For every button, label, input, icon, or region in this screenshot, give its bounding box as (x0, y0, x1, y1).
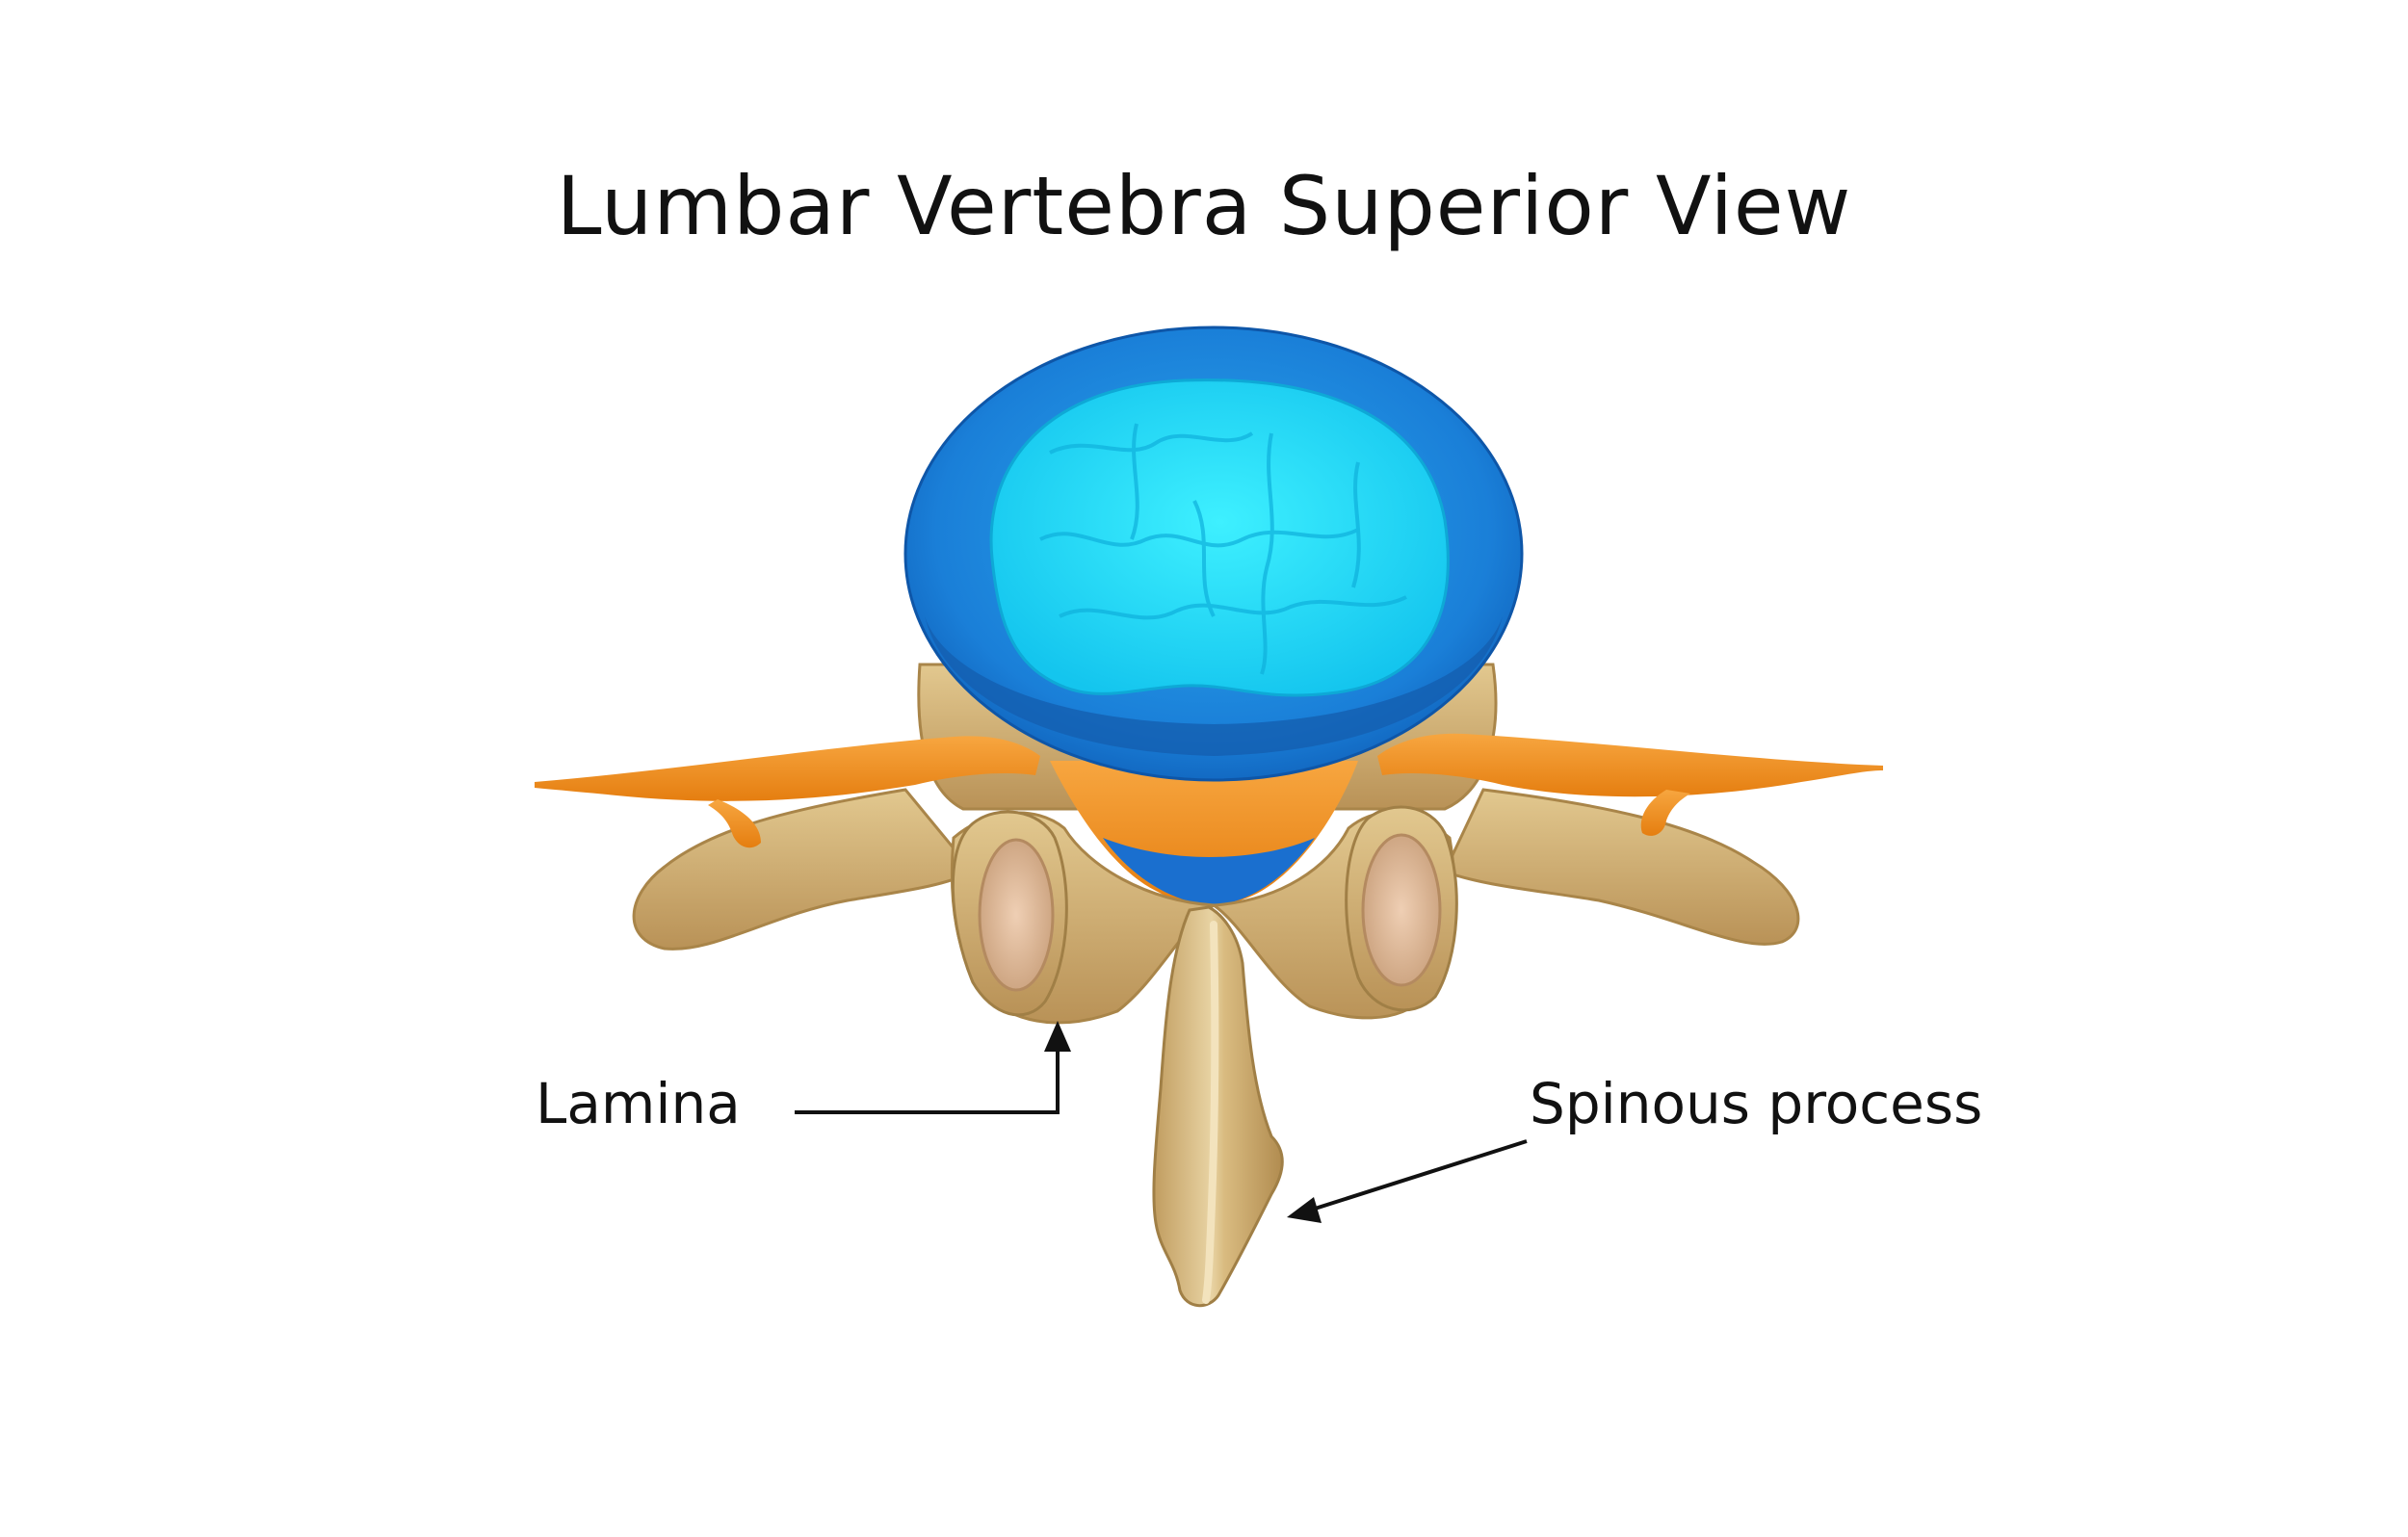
herniated-disc-portion (1103, 838, 1315, 905)
spinous-pointer (1287, 1139, 1528, 1223)
left-facet-joint (978, 838, 1055, 992)
right-nerve-branch (1640, 790, 1690, 836)
disc-annulus-lower-band (925, 616, 1503, 756)
right-facet-joint (1361, 833, 1442, 987)
spinous-arrowhead (1287, 1197, 1322, 1223)
disc-nucleus-pulposus (989, 378, 1450, 697)
nucleus-texture (1039, 423, 1407, 675)
spinous-leader-line (1311, 1139, 1528, 1211)
left-transverse-process (632, 788, 976, 951)
spinous-ridge (1202, 921, 1219, 1304)
right-transverse-process (1442, 788, 1800, 946)
lamina-label: Lamina (536, 1071, 741, 1136)
diagram-title: Lumbar Vertebra Superior View (556, 159, 1852, 253)
left-nerve-branch (708, 799, 761, 848)
lamina-leader-line (795, 1050, 1060, 1114)
left-spinal-nerve (535, 736, 1040, 801)
spinous-process-label: Spinous process (1530, 1071, 1983, 1136)
right-spinal-nerve (1377, 733, 1883, 797)
lamina-arrowhead (1044, 1021, 1071, 1052)
lamina-pointer (795, 1021, 1071, 1114)
